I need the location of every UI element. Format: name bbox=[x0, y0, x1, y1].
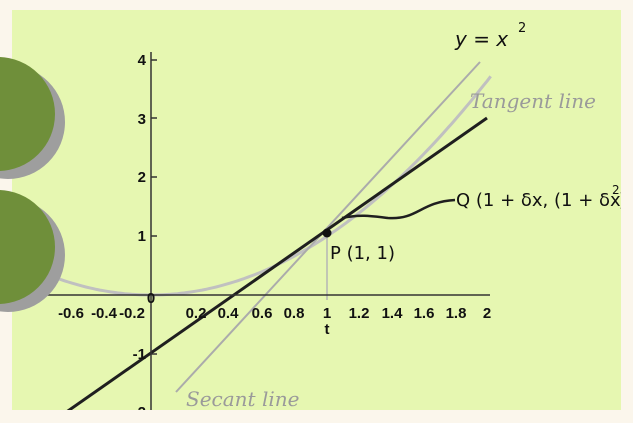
x-tick-label: 0.8 bbox=[284, 305, 305, 322]
circle-top bbox=[0, 57, 55, 171]
x-tick-label: -0.4 bbox=[91, 305, 118, 322]
parabola-curve bbox=[18, 75, 492, 297]
q-pointer-curve bbox=[341, 198, 456, 220]
x-tick-label: 1 bbox=[323, 305, 331, 322]
y-axis-ticks bbox=[151, 59, 157, 355]
curve-label-exponent: 2 bbox=[518, 21, 526, 36]
x-tick-label: 2 bbox=[483, 305, 491, 322]
point-q-label: Q (1 + δx, (1 + δx) bbox=[456, 190, 628, 211]
x-tick-label: 1.2 bbox=[349, 305, 370, 322]
origin-label: 0 bbox=[147, 290, 155, 307]
y-tick-label: 1 bbox=[138, 228, 146, 245]
secant-line bbox=[66, 116, 488, 410]
decorative-circles bbox=[0, 57, 65, 312]
point-q-label-close: ) bbox=[619, 190, 626, 211]
diagram-panel bbox=[12, 10, 621, 410]
y-tick-label: 2 bbox=[138, 169, 146, 186]
tangent-line-label: Tangent line bbox=[470, 89, 596, 113]
x-tick-label: -0.6 bbox=[58, 305, 84, 322]
y-tick-label: 3 bbox=[138, 111, 146, 128]
x-tick-label: 1.8 bbox=[446, 305, 467, 322]
y-tick-label: 4 bbox=[138, 52, 147, 69]
x-tick-label: 0.6 bbox=[252, 305, 273, 322]
x-tick-label: 1.6 bbox=[414, 305, 435, 322]
x-tick-label: 0.2 bbox=[186, 305, 207, 322]
circle-bottom bbox=[0, 190, 55, 304]
x-tick-label: 0.4 bbox=[218, 305, 240, 322]
point-q-exponent: 2 bbox=[612, 183, 620, 197]
tangent-line bbox=[175, 61, 481, 393]
t-label: t bbox=[325, 321, 330, 338]
x-tick-label: -0.2 bbox=[119, 305, 145, 322]
secant-line-label: Secant line bbox=[186, 387, 299, 411]
curve-label: y = x bbox=[454, 27, 508, 51]
point-p-marker bbox=[322, 228, 332, 238]
y-tick-label: -2 bbox=[133, 404, 146, 421]
y-tick-label: -1 bbox=[133, 346, 146, 363]
point-p-label: P (1, 1) bbox=[330, 243, 395, 264]
x-tick-label: 1.4 bbox=[382, 305, 404, 322]
